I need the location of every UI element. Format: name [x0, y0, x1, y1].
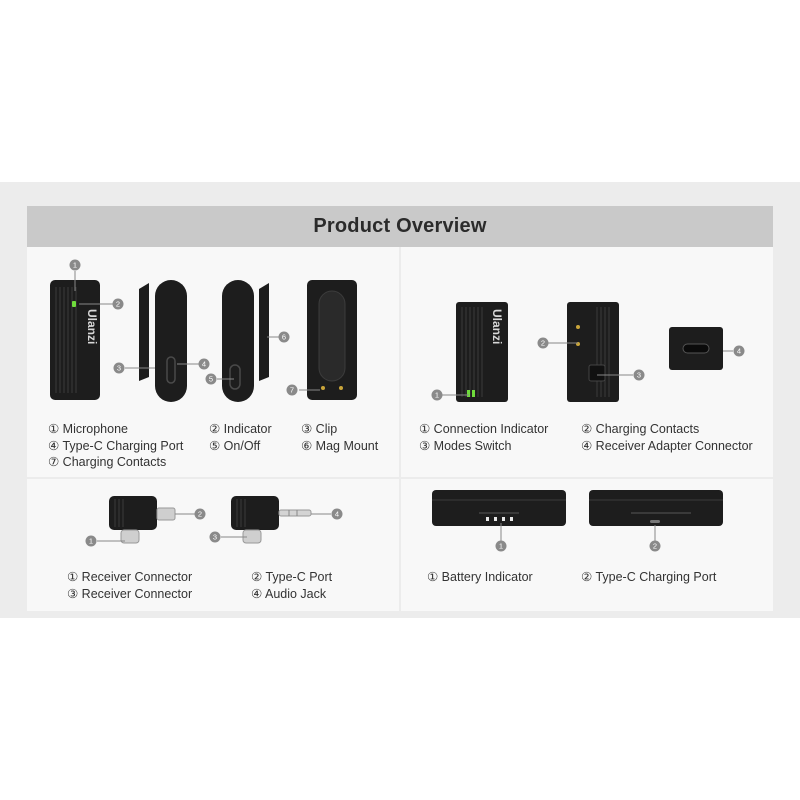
legend-item: ② Type-C Charging Port — [581, 570, 717, 584]
brand-logo: Ulanzi — [85, 309, 99, 344]
legend-item: ③ Modes Switch — [419, 438, 512, 453]
legend-item: ① Connection Indicator — [419, 422, 549, 436]
callout-2: 2 — [541, 339, 545, 348]
receiver-adapter-connector-image — [669, 327, 723, 370]
transmitter-side-image — [139, 280, 187, 402]
brand-logo: Ulanzi — [490, 309, 504, 344]
transmitter-side-image-2 — [222, 280, 269, 402]
charging-case-legend-col1: ① Battery Indicator — [427, 569, 533, 586]
legend-item: ② Indicator — [209, 422, 272, 436]
transmitter-back-image — [307, 280, 357, 400]
transmitter-legend-col3: ③ Clip ⑥ Mag Mount — [301, 421, 378, 454]
legend-item: ④ Audio Jack — [251, 586, 327, 601]
charging-case-panel: 1 2 ① Battery Indicator ② Type-C Chargin… — [401, 479, 773, 611]
callout-4: 4 — [737, 347, 741, 356]
legend-item: ⑥ Mag Mount — [301, 438, 379, 453]
callout-1: 1 — [89, 537, 93, 546]
charging-case-legend-col2: ② Type-C Charging Port — [581, 569, 716, 586]
legend-item: ② Charging Contacts — [581, 422, 700, 436]
typec-adapter-image — [109, 496, 176, 544]
callout-2: 2 — [653, 542, 657, 551]
legend-item: ③ Clip — [301, 422, 338, 436]
callout-1: 1 — [73, 261, 77, 270]
page-title: Product Overview — [313, 215, 487, 237]
adapters-panel: 1 2 3 4 ① Receiver Connector ③ Receiver … — [27, 479, 399, 611]
receiver-legend-col2: ② Charging Contacts ④ Receiver Adapter C… — [581, 421, 753, 454]
callout-4: 4 — [335, 510, 339, 519]
callout-2: 2 — [198, 510, 202, 519]
callout-3: 3 — [637, 371, 641, 380]
callout-3: 3 — [213, 533, 217, 542]
charging-case-callouts — [495, 540, 661, 552]
callout-1: 1 — [499, 542, 503, 551]
legend-item: ① Receiver Connector — [67, 570, 193, 584]
callout-2: 2 — [116, 300, 120, 309]
receiver-legend-col1: ① Connection Indicator ③ Modes Switch — [419, 421, 548, 454]
adapter-callouts — [85, 508, 343, 547]
legend-item: ① Microphone — [48, 422, 128, 436]
receiver-callouts — [431, 337, 745, 401]
adapters-legend-col2: ② Type-C Port ④ Audio Jack — [251, 569, 332, 602]
legend-item: ⑦ Charging Contacts — [48, 455, 167, 469]
legend-item: ⑤ On/Off — [209, 438, 261, 453]
legend-item: ④ Type-C Charging Port — [48, 438, 184, 453]
callout-3: 3 — [117, 364, 121, 373]
transmitter-callouts — [69, 259, 298, 396]
charging-case-side-image — [589, 490, 723, 526]
legend-item: ④ Receiver Adapter Connector — [581, 438, 753, 453]
callout-7: 7 — [290, 386, 294, 395]
charging-case-front-image — [432, 490, 566, 526]
transmitter-panel: Ulanzi — [27, 247, 399, 477]
callout-1: 1 — [435, 391, 439, 400]
legend-item: ① Battery Indicator — [427, 570, 533, 584]
callout-6: 6 — [282, 333, 286, 342]
receiver-panel: Ulanzi 1 2 3 4 — [401, 247, 773, 477]
receiver-front-image: Ulanzi — [456, 302, 508, 402]
receiver-back-image — [567, 302, 619, 402]
transmitter-legend-col2: ② Indicator ⑤ On/Off — [209, 421, 272, 454]
adapters-legend-col1: ① Receiver Connector ③ Receiver Connecto… — [67, 569, 192, 602]
callout-4: 4 — [202, 360, 206, 369]
legend-item: ② Type-C Port — [251, 570, 333, 584]
callout-5: 5 — [209, 375, 213, 384]
transmitter-legend-col1: ① Microphone ④ Type-C Charging Port ⑦ Ch… — [48, 421, 183, 471]
title-bar: Product Overview — [27, 206, 773, 247]
audio-jack-adapter-image — [231, 496, 312, 544]
transmitter-front-image: Ulanzi — [50, 280, 100, 400]
legend-item: ③ Receiver Connector — [67, 586, 193, 601]
